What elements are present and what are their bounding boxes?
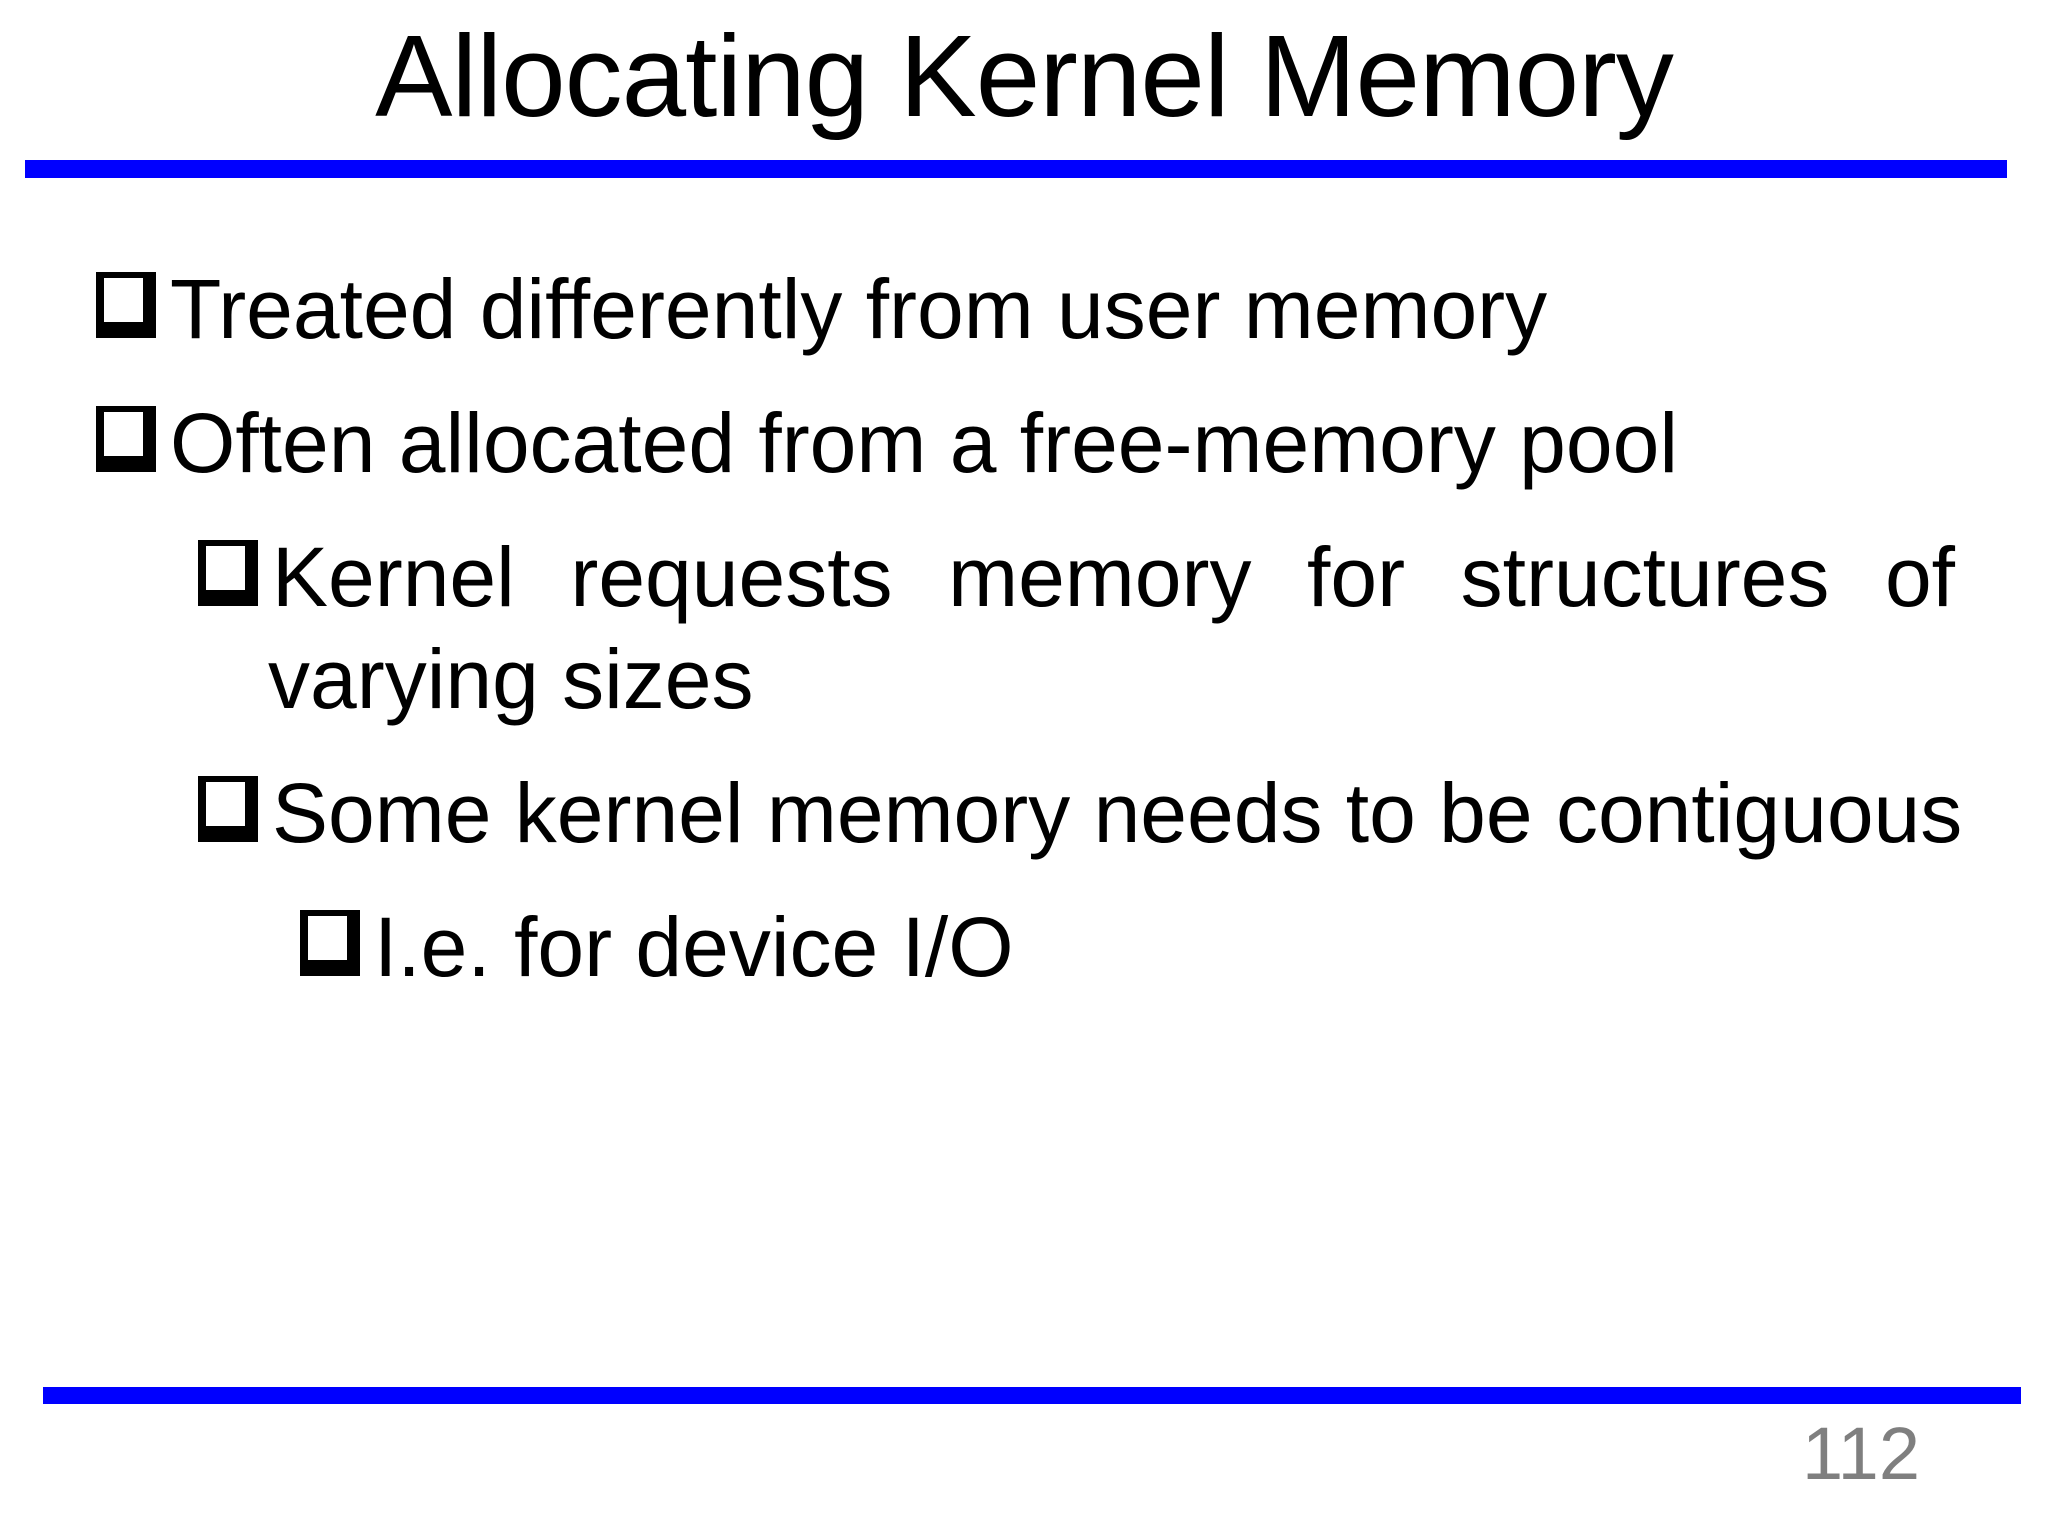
bullet-line: Kernel requests memory for structures of — [198, 526, 1955, 628]
ballot-box-icon — [198, 540, 258, 606]
ballot-box-icon — [198, 776, 258, 842]
title-rule — [25, 160, 2007, 178]
bullet-list: Treated differently from user memory Oft… — [0, 258, 2048, 1030]
bullet-text: I.e. for device I/O — [374, 900, 1014, 994]
bullet-text-wrap: varying sizes — [268, 632, 754, 726]
ballot-box-icon — [300, 910, 360, 976]
ballot-box-icon — [96, 272, 156, 338]
bullet-item: I.e. for device I/O — [300, 896, 2048, 998]
bullet-item: Often allocated from a free-memory pool — [96, 392, 2048, 494]
bullet-text: Often allocated from a free-memory pool — [170, 396, 1678, 490]
ballot-box-icon — [96, 406, 156, 472]
footer-rule — [43, 1387, 2021, 1404]
slide-title: Allocating Kernel Memory — [375, 11, 1674, 141]
bullet-item: Treated differently from user memory — [96, 258, 2048, 360]
bullet-text: Kernel requests memory for structures of — [272, 530, 1955, 624]
bullet-item-justified: Kernel requests memory for structures of… — [198, 526, 1955, 730]
page-number: 112 — [1802, 1412, 1920, 1495]
bullet-text: Treated differently from user memory — [170, 262, 1548, 356]
bullet-item: Some kernel memory needs to be contiguou… — [198, 762, 2048, 864]
bullet-text: Some kernel memory needs to be contiguou… — [272, 766, 1963, 860]
